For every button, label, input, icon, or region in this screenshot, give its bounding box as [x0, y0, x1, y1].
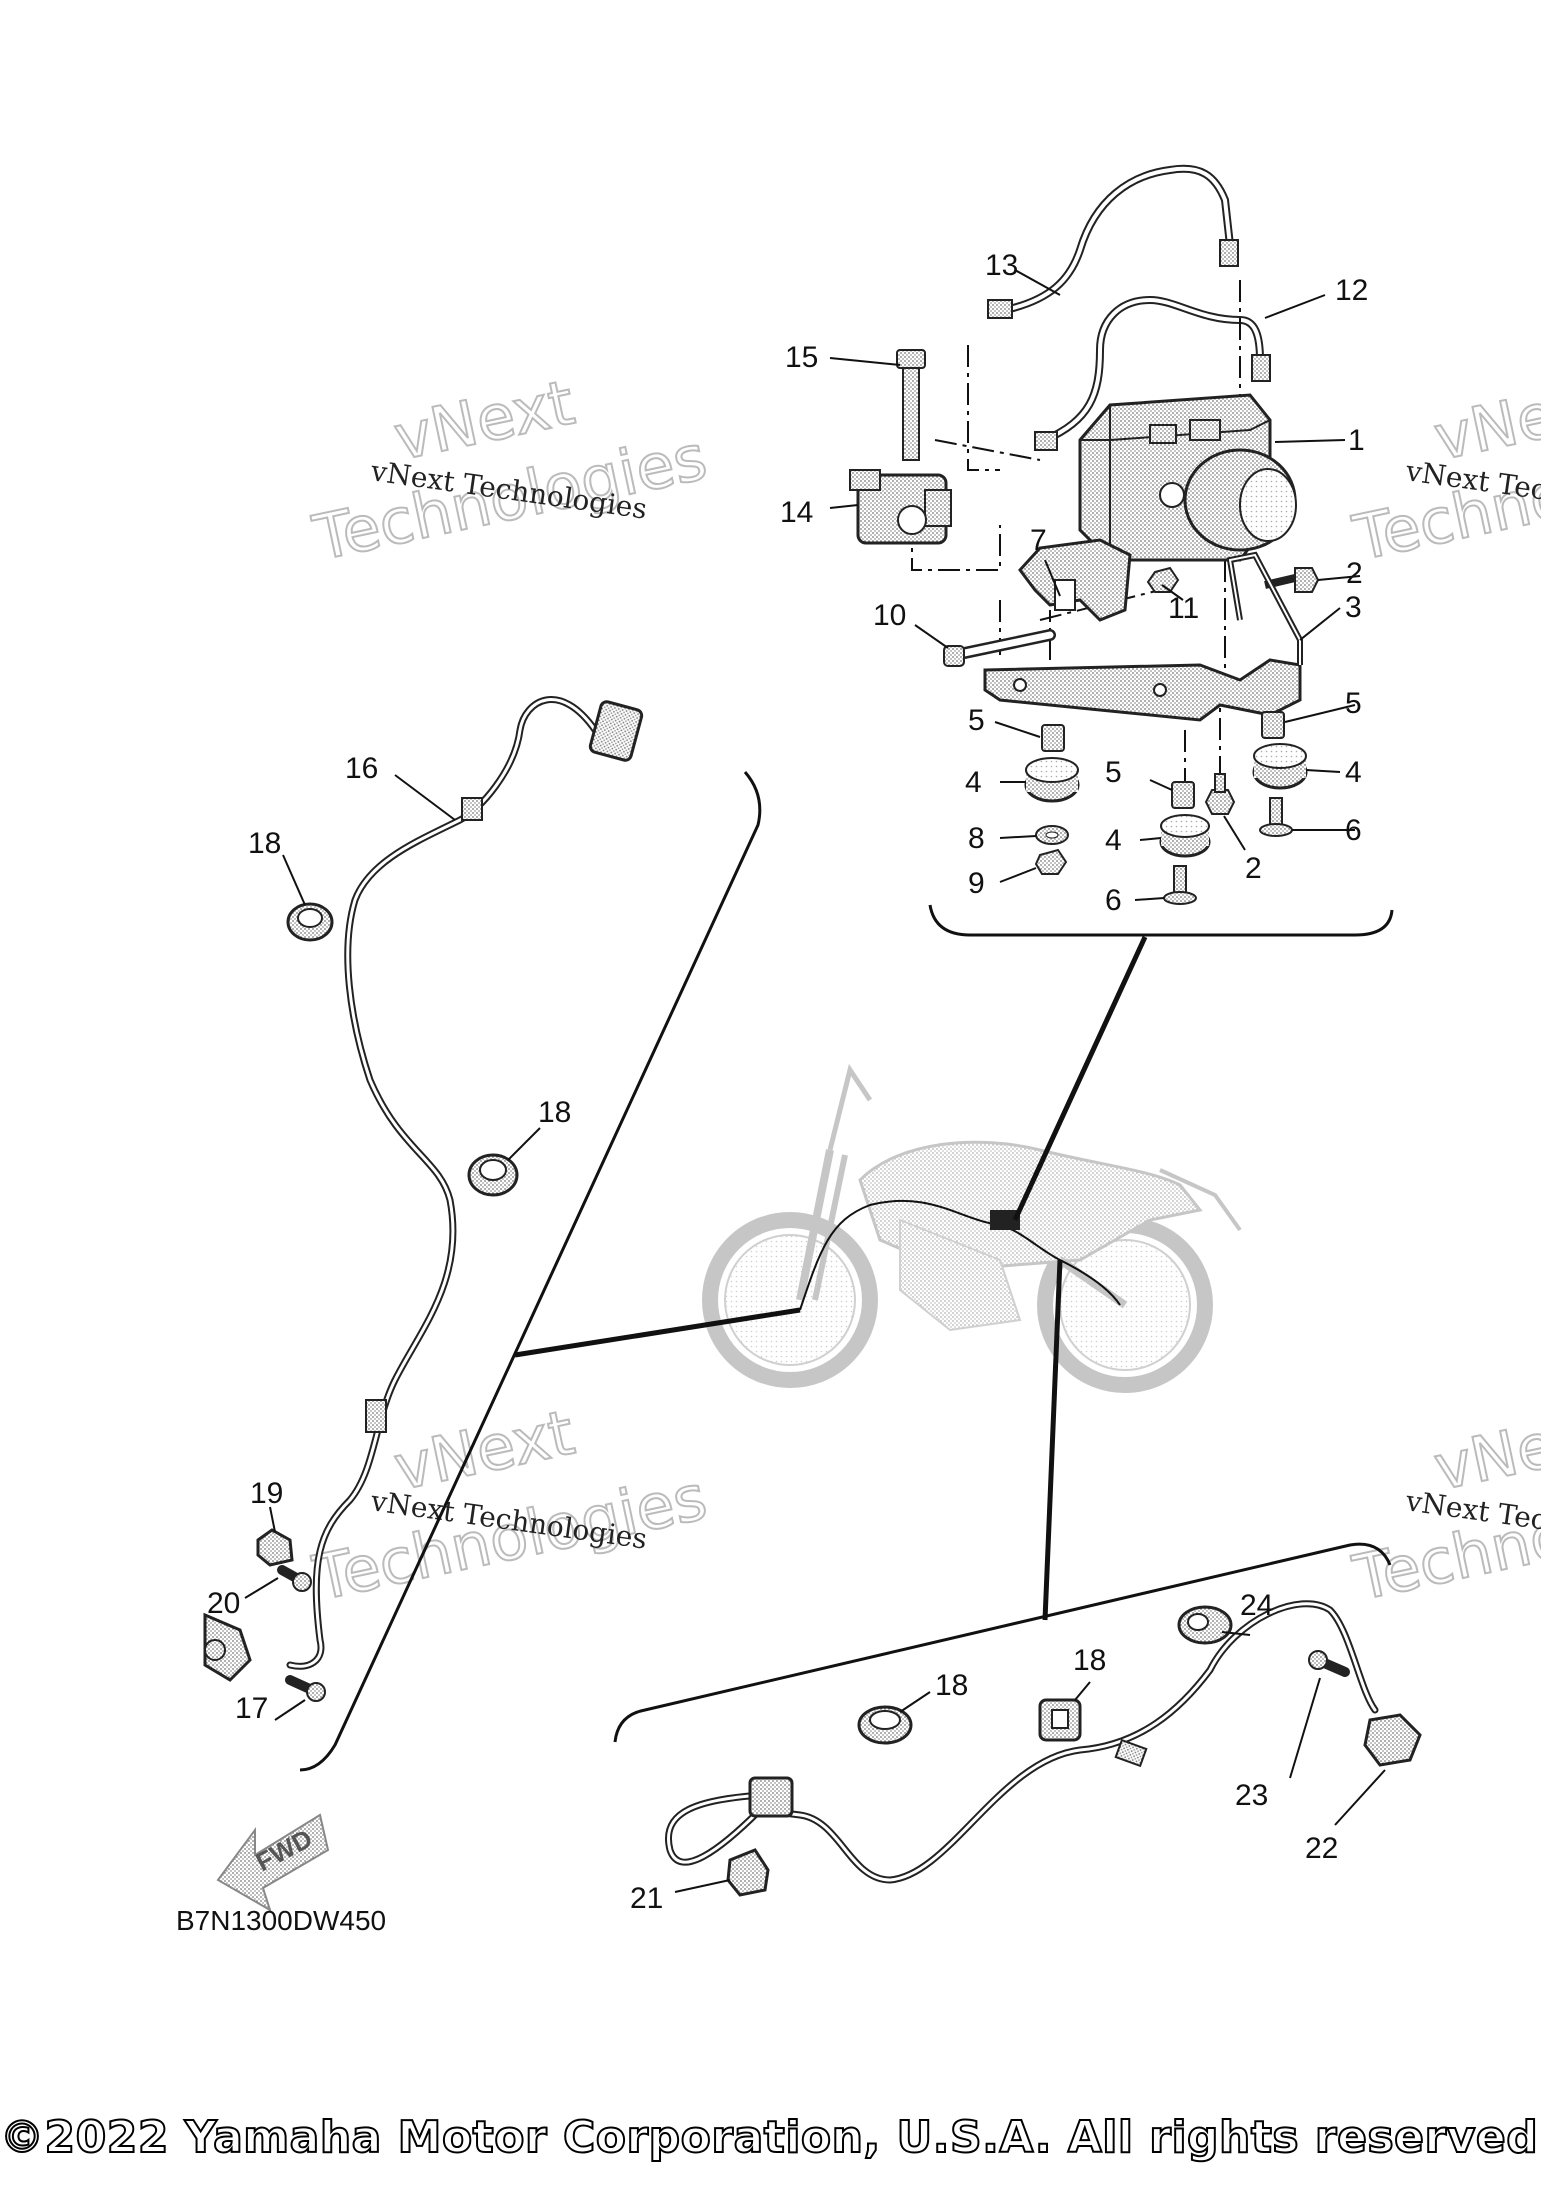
- callout-5: 5: [968, 704, 985, 737]
- washer-8-icon: [1035, 825, 1069, 845]
- callout-4: 4: [965, 766, 982, 799]
- svg-text:vNext: vNext: [388, 1396, 580, 1505]
- brake-pipe-13-inner: [1003, 166, 1232, 312]
- callout-6: 6: [1345, 814, 1362, 847]
- bolt-17-icon: [285, 1675, 326, 1702]
- callout-18: 18: [248, 827, 281, 860]
- grommet-icon: [1114, 1738, 1148, 1768]
- callout-24: 24: [1240, 1589, 1273, 1622]
- pipe-fitting-icon: [1034, 431, 1058, 451]
- bracket-3-icon: [983, 551, 1303, 722]
- callout-23: 23: [1235, 1779, 1268, 1812]
- rear-sensor-group-frame: [613, 1542, 1392, 1743]
- callout-5: 5: [1105, 756, 1122, 789]
- callout-18: 18: [935, 1669, 968, 1702]
- callout-4: 4: [1345, 756, 1362, 789]
- callout-9: 9: [968, 867, 985, 900]
- clamp-24-icon: [1177, 1605, 1233, 1645]
- bolt-6-right-icon: [1259, 797, 1293, 837]
- rear-sensor-lead: [665, 1600, 1379, 1884]
- bolt-2-lower-icon: [1204, 773, 1236, 815]
- fwd-arrow-icon: FWD: [216, 1813, 330, 1913]
- nut-9-icon: [1034, 848, 1068, 875]
- watermark-top-left: vNext Technologies vNext Technologies: [306, 365, 714, 576]
- rear-coupler-icon: [748, 1776, 794, 1818]
- callout-22: 22: [1305, 1832, 1338, 1865]
- clamp-21-icon: [726, 1848, 770, 1897]
- bolt-23-icon: [1308, 1650, 1350, 1677]
- grommet-icon: [461, 797, 483, 821]
- svg-text:vNext: vNext: [1428, 1396, 1541, 1505]
- diagram-code: B7N1300DW450: [176, 1905, 386, 1936]
- bolt-6-mid-icon: [1163, 865, 1197, 905]
- callout-17: 17: [235, 1692, 268, 1725]
- callout-leaders: [244, 269, 1386, 1893]
- grommet-icon: [365, 1399, 387, 1433]
- pipe-fitting-icon: [987, 299, 1013, 319]
- front-sensor-group-frame: [299, 771, 762, 1772]
- collar-5-right-icon: [1261, 711, 1285, 739]
- callout-5: 5: [1345, 687, 1362, 720]
- callout-12: 12: [1335, 274, 1368, 307]
- callout-13: 13: [985, 249, 1018, 282]
- bracket-19-icon: [256, 1528, 294, 1567]
- callout-6: 6: [1105, 884, 1122, 917]
- pipe-fitting-icon: [1251, 354, 1271, 382]
- collar-5-mid-icon: [1171, 781, 1195, 809]
- watermark-top-right: vNext Technologies vNext Technologies: [1346, 365, 1541, 576]
- damper-4-left-icon: [1024, 757, 1080, 803]
- callout-labels: 1 2 2 3 4 4 4 5 5 5 6 6 7 8 9 10 11 12 1…: [207, 249, 1368, 1915]
- callout-8: 8: [968, 822, 985, 855]
- damper-4-mid-icon: [1159, 814, 1211, 858]
- callout-7: 7: [1030, 524, 1047, 557]
- bracket-7-icon: [1018, 538, 1132, 622]
- rear-sensor-lead-inner: [667, 1602, 1377, 1882]
- callout-1: 1: [1348, 424, 1365, 457]
- bolt-10-icon: [943, 629, 1056, 667]
- joint-block-14-icon: [849, 469, 952, 545]
- nut-11-icon: [1146, 566, 1180, 593]
- bolt-20-icon: [277, 1565, 312, 1592]
- watermark-mid-left: vNext Technologies vNext Technologies: [306, 1395, 714, 1616]
- callout-20: 20: [207, 1587, 240, 1620]
- svg-text:Technologies: Technologies: [307, 1460, 713, 1614]
- callout-18: 18: [1073, 1644, 1106, 1677]
- clamp-18-middle-icon: [467, 1153, 519, 1197]
- callout-14: 14: [780, 496, 813, 529]
- rear-wheel-sensor-22-icon: [1363, 1713, 1422, 1767]
- sensor-lead-16-inner: [288, 698, 597, 1668]
- callout-11: 11: [1168, 592, 1199, 625]
- harness-on-bike: [799, 1199, 1121, 1311]
- motorcycle-illustration: [702, 1063, 1242, 1393]
- callout-4: 4: [1105, 824, 1122, 857]
- front-wheel-sensor-icon: [203, 1612, 252, 1682]
- callout-21: 21: [630, 1882, 663, 1915]
- brake-pipe-12-inner: [1043, 297, 1262, 442]
- clamp-18-lower-right-icon: [1038, 1698, 1082, 1742]
- copyright-notice: ©2022 Yamaha Motor Corporation, U.S.A. A…: [0, 2111, 1541, 2164]
- abs-hydraulic-unit-1-icon: [1078, 393, 1297, 562]
- callout-10: 10: [873, 599, 906, 632]
- callout-2: 2: [1346, 557, 1363, 590]
- group-leader-lines: [514, 935, 1148, 1621]
- callout-16: 16: [345, 752, 378, 785]
- damper-4-right-icon: [1252, 743, 1308, 790]
- callout-15: 15: [785, 341, 818, 374]
- pipe-fitting-icon: [1219, 239, 1239, 267]
- svg-text:vNext: vNext: [1428, 366, 1541, 475]
- clamp-18-lower-left-icon: [857, 1705, 913, 1745]
- coupler-connector-icon: [588, 700, 644, 762]
- abs-location-marker: [990, 1210, 1020, 1230]
- callout-18: 18: [538, 1096, 571, 1129]
- bolt-15-icon: [896, 349, 926, 461]
- callout-3: 3: [1345, 591, 1362, 624]
- callout-19: 19: [250, 1477, 283, 1510]
- collar-5-left-icon: [1041, 724, 1065, 752]
- clamp-18-upper-icon: [286, 902, 334, 942]
- watermark-mid-right: vNext Technologies vNext Technologies: [1346, 1395, 1541, 1616]
- abs-group-frame: [928, 904, 1394, 937]
- callout-2: 2: [1245, 852, 1262, 885]
